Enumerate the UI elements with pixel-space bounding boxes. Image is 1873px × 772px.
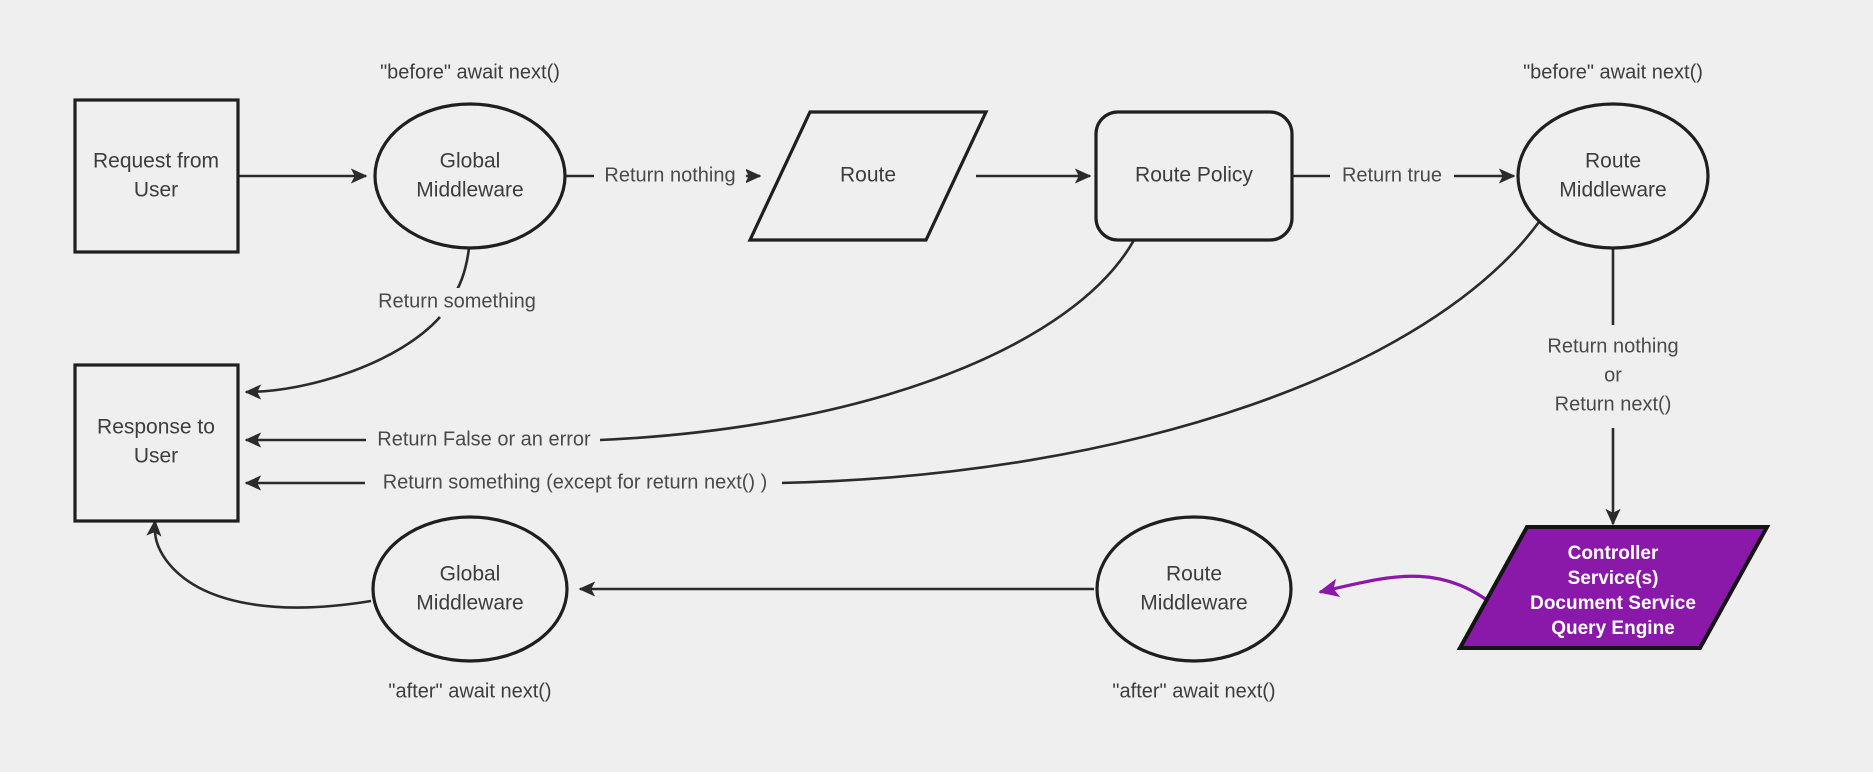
node-route-label: Route: [840, 164, 896, 187]
node-response-to-user[interactable]: Response to User: [73, 363, 240, 523]
node-request-from-user-line2: User: [134, 179, 178, 202]
node-global-middleware-after[interactable]: Global Middleware: [371, 515, 569, 663]
edge-label-return-nothing: Return nothing: [594, 162, 746, 190]
edge-controller-to-route-middleware-after: [1318, 574, 1502, 612]
node-route-middleware-before-line2: Middleware: [1559, 179, 1666, 202]
annotation-after-global-middleware: "after" await next(): [388, 680, 551, 702]
node-request-from-user-line1: Request from: [93, 150, 219, 173]
edge-label-return-true-text: Return true: [1342, 164, 1442, 186]
node-route[interactable]: Route: [747, 110, 989, 242]
edge-label-return-false-or-error-text: Return False or an error: [377, 428, 591, 450]
edge-label-return-something-text: Return something: [378, 290, 536, 312]
edge-label-return-something: Return something: [362, 288, 552, 316]
node-response-to-user-line2: User: [134, 445, 178, 468]
edge-label-return-nothing-line1: Return nothing: [1547, 335, 1678, 357]
node-global-middleware-after-line2: Middleware: [416, 592, 523, 615]
node-global-middleware-before-line2: Middleware: [416, 179, 523, 202]
node-controller-services-line3: Document Service: [1530, 593, 1696, 614]
annotation-before-global-middleware: "before" await next(): [380, 61, 560, 83]
edge-global-middleware-return-something-tail: [244, 316, 441, 400]
edge-label-return-nothing-or-next: Return nothing or Return next(): [1528, 330, 1700, 422]
node-route-middleware-after-line1: Route: [1166, 563, 1222, 586]
annotation-before-route-middleware: "before" await next(): [1523, 61, 1703, 83]
edge-route-middleware-return-something-except: [779, 221, 1541, 485]
node-global-middleware-before[interactable]: Global Middleware: [373, 102, 567, 250]
edge-label-return-false-or-error: Return False or an error: [368, 426, 600, 454]
edge-label-return-true: Return true: [1330, 162, 1454, 190]
edge-route-policy-return-false: [599, 239, 1136, 442]
edge-label-return-nothing-line2: or: [1604, 364, 1622, 386]
edge-global-middleware-after-to-response: [146, 519, 372, 609]
node-controller-services-line2: Service(s): [1568, 568, 1659, 589]
node-controller-services[interactable]: Controller Service(s) Document Service Q…: [1456, 525, 1771, 650]
node-global-middleware-after-line1: Global: [440, 563, 501, 586]
edge-label-return-something-except-text: Return something (except for return next…: [383, 471, 768, 493]
node-route-policy-label: Route Policy: [1135, 164, 1253, 187]
edge-label-return-something-except: Return something (except for return next…: [368, 469, 782, 497]
edge-label-return-nothing-text: Return nothing: [604, 164, 735, 186]
node-route-middleware-before-line1: Route: [1585, 150, 1641, 173]
node-request-from-user[interactable]: Request from User: [73, 98, 240, 254]
node-response-to-user-line1: Response to: [97, 416, 215, 439]
node-controller-services-line4: Query Engine: [1551, 618, 1675, 639]
node-route-middleware-after[interactable]: Route Middleware: [1095, 515, 1293, 663]
node-route-middleware-before[interactable]: Route Middleware: [1516, 102, 1710, 250]
node-controller-services-line1: Controller: [1568, 543, 1659, 564]
node-global-middleware-before-line1: Global: [440, 150, 501, 173]
edge-label-return-nothing-line3: Return next(): [1555, 393, 1672, 415]
node-route-middleware-after-line2: Middleware: [1140, 592, 1247, 615]
node-route-policy[interactable]: Route Policy: [1094, 110, 1294, 242]
annotation-after-route-middleware: "after" await next(): [1112, 680, 1275, 702]
